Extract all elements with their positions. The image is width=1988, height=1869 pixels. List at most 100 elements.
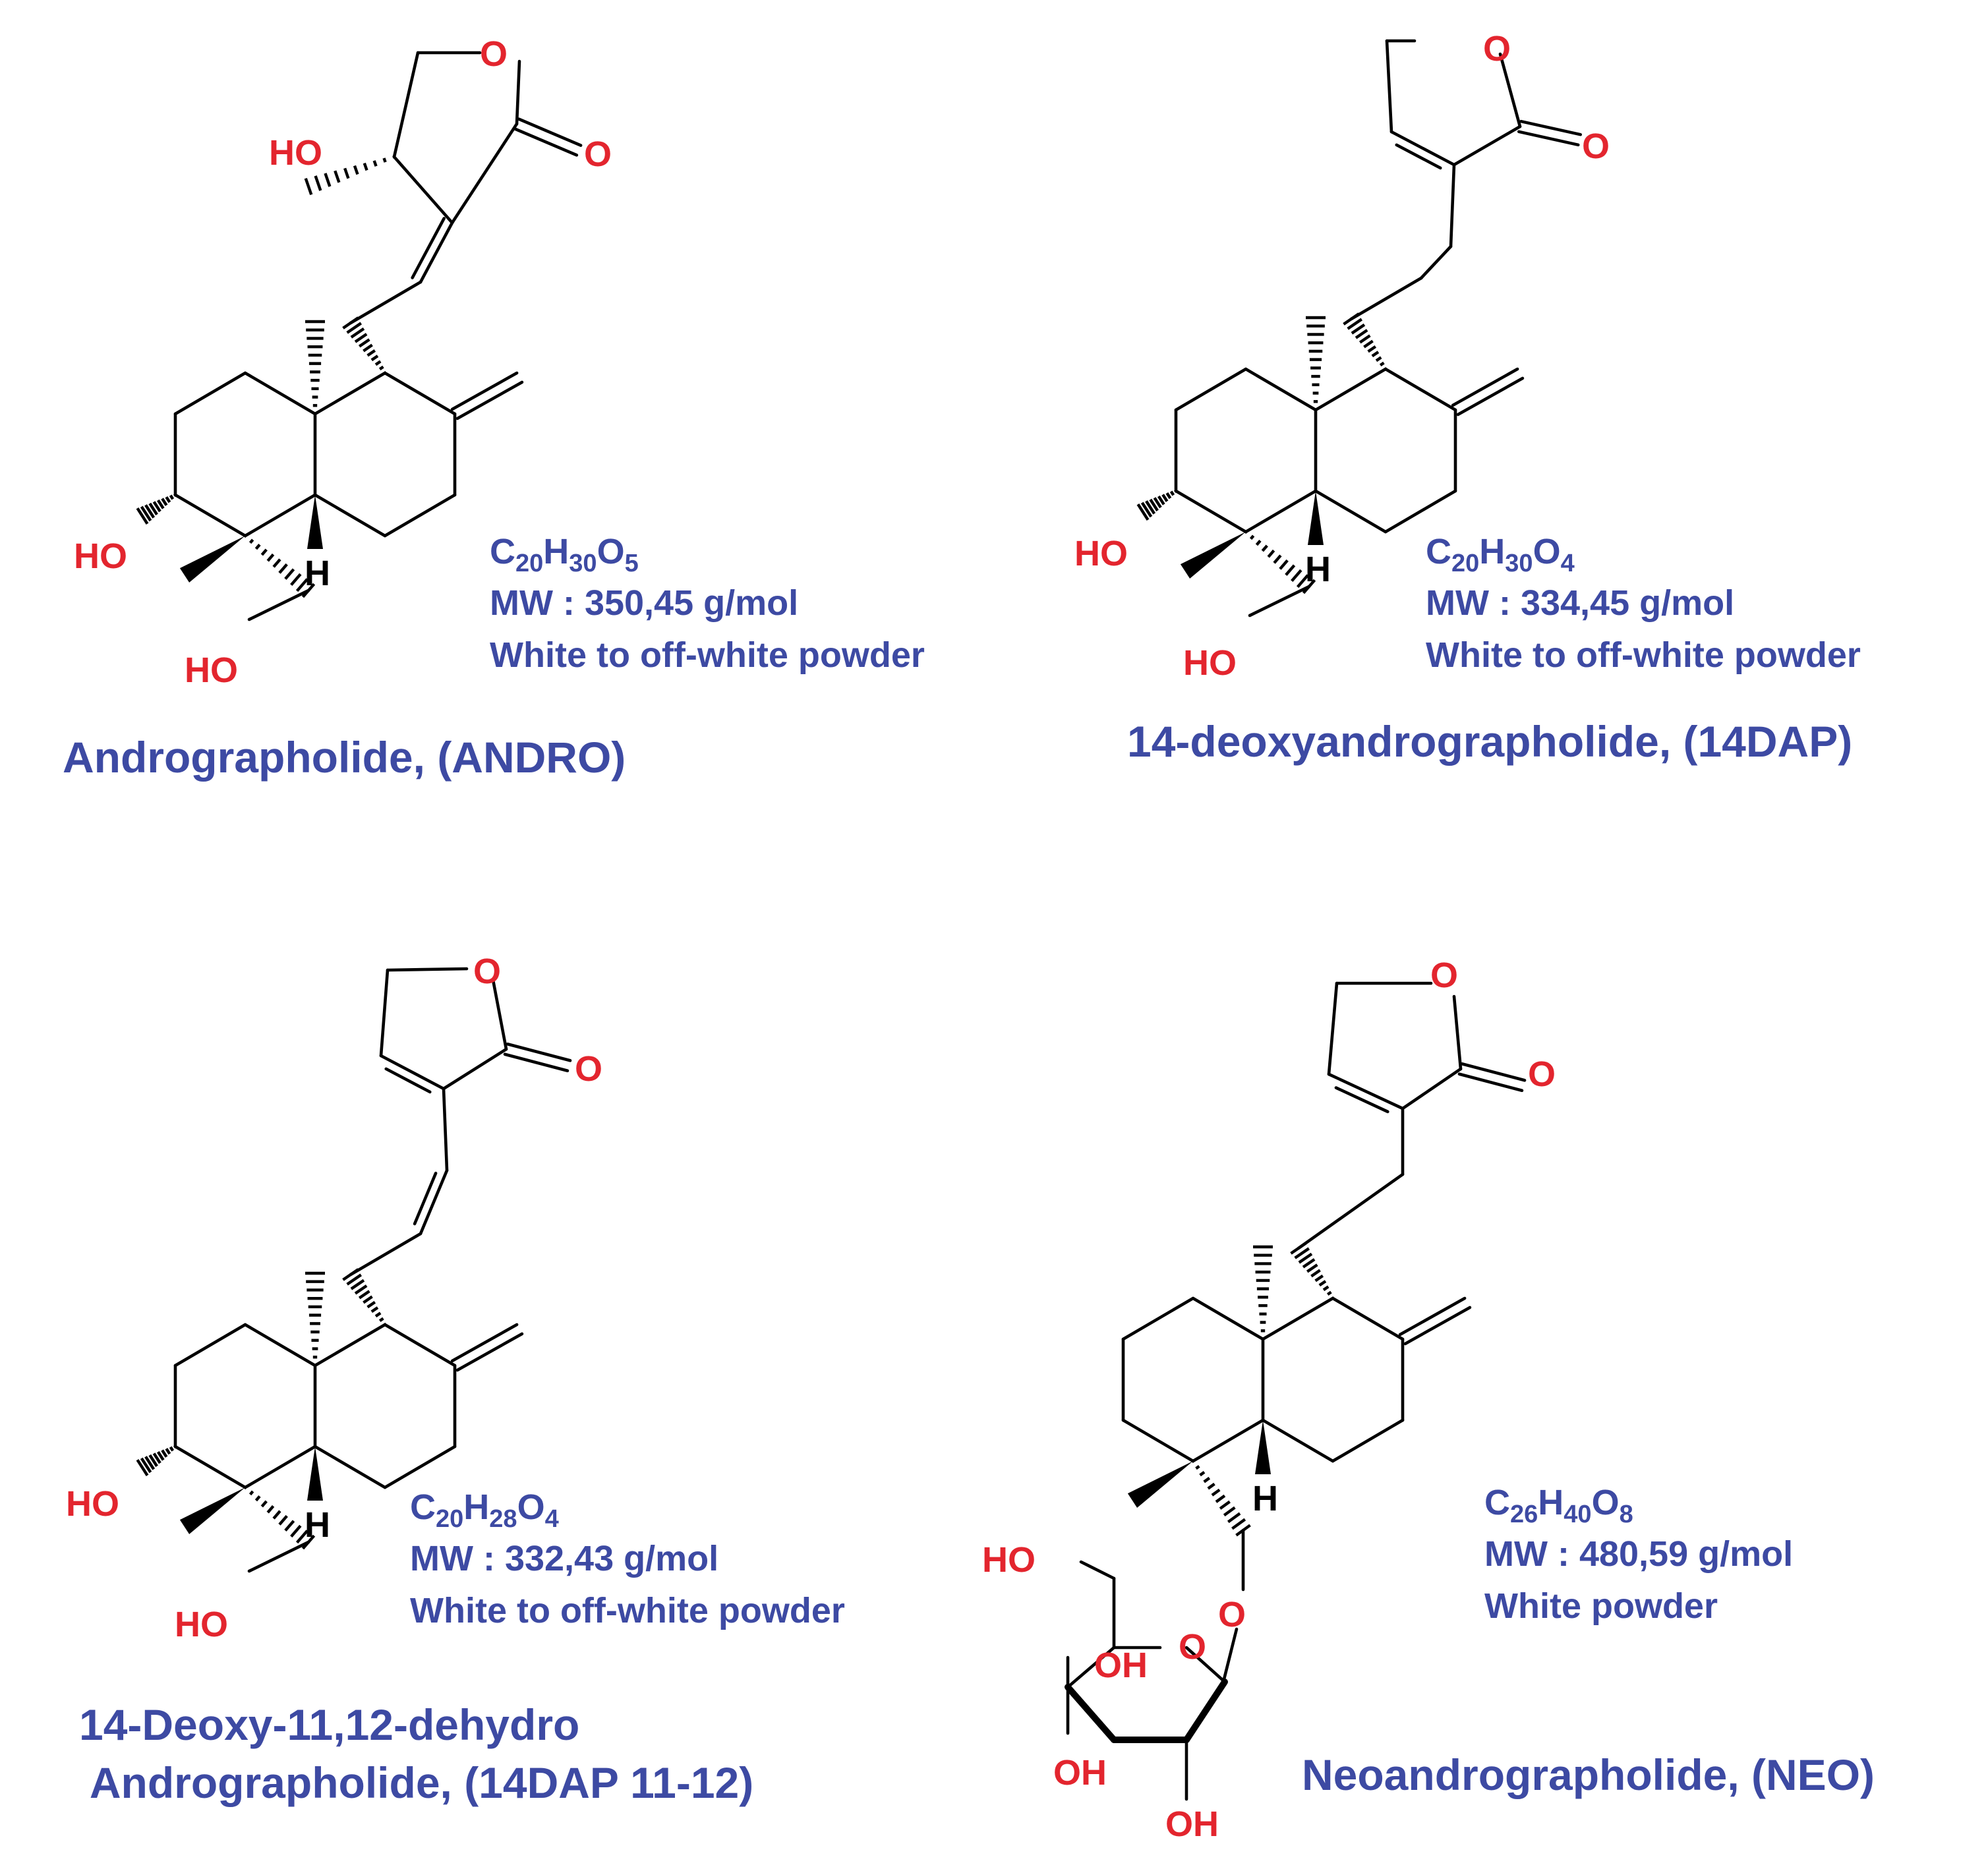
carbonyl-oxygen-label: O — [575, 1049, 602, 1089]
hash-stroke — [372, 160, 378, 167]
hash-stroke — [248, 1490, 254, 1496]
hashed-wedge-bond — [305, 1271, 325, 1367]
hash-stroke — [284, 1520, 295, 1532]
bond — [1297, 1172, 1405, 1250]
bond — [392, 51, 420, 159]
bond — [1401, 1067, 1463, 1110]
double-bond — [455, 380, 524, 420]
hash-stroke — [1215, 1494, 1226, 1503]
hydrogen-label: H — [305, 1505, 330, 1545]
hash-stroke — [156, 1451, 165, 1461]
hash-stroke — [173, 493, 177, 497]
bond — [243, 1323, 317, 1367]
hash-stroke — [1298, 1252, 1313, 1264]
bond — [1244, 489, 1318, 534]
bond — [1349, 276, 1423, 321]
bond — [1079, 1560, 1116, 1580]
bond — [1331, 1296, 1405, 1341]
hash-stroke — [358, 1290, 370, 1300]
molecular-weight: MW : 334,45 g/mol — [1426, 583, 1734, 623]
appearance: White to off-white powder — [1426, 635, 1861, 675]
hash-stroke — [152, 501, 161, 513]
formula-subscript: 30 — [569, 550, 597, 577]
ring-oxygen-label: O — [473, 952, 501, 991]
formula-subscript: 30 — [1505, 550, 1533, 577]
hash-stroke — [1291, 569, 1302, 583]
double-bond-inner — [413, 1171, 438, 1226]
formula-subscript: 40 — [1564, 1501, 1591, 1528]
hashed-wedge-bond — [1343, 312, 1388, 371]
formula-subscript: 4 — [545, 1505, 559, 1533]
formula-element: C — [410, 1487, 436, 1527]
formula-subscript: 8 — [1620, 1501, 1633, 1528]
hydroxyl-label: HO — [185, 650, 238, 690]
hash-stroke — [1195, 1465, 1200, 1470]
hash-stroke — [1326, 1290, 1332, 1296]
hash-stroke — [1273, 554, 1282, 564]
hydroxyl-label: HO — [982, 1540, 1036, 1580]
hydroxyl-label: OH — [1053, 1753, 1107, 1793]
bond — [1261, 1296, 1335, 1341]
bond — [1419, 244, 1453, 280]
hash-stroke — [1199, 1470, 1206, 1477]
hash-stroke — [1359, 334, 1371, 344]
hash-stroke — [156, 499, 165, 509]
appearance: White to off-white powder — [490, 635, 925, 675]
appearance: White powder — [1484, 1586, 1718, 1626]
hash-stroke — [1379, 361, 1385, 367]
hash-stroke — [148, 1454, 158, 1467]
bond — [1452, 125, 1522, 167]
double-bond — [1457, 1072, 1524, 1093]
compound-name-line-2: Andrographolide, (14DAP 11-12) — [79, 1758, 753, 1807]
hydrogen-label: H — [1305, 550, 1331, 589]
formula-subscript: 20 — [515, 550, 543, 577]
bond — [313, 493, 387, 538]
double-bond-inner — [411, 217, 446, 279]
formula-subscript: 20 — [1451, 550, 1479, 577]
hydroxyl-label: HO — [66, 1484, 119, 1524]
hash-stroke — [1207, 1482, 1215, 1490]
double-bond — [455, 1332, 524, 1372]
bond — [491, 978, 508, 1051]
hash-stroke — [161, 498, 168, 506]
bond — [1174, 367, 1248, 412]
hash-stroke — [374, 360, 382, 366]
bond — [1384, 367, 1457, 412]
hash-stroke — [284, 568, 295, 580]
carbonyl-oxygen-label: O — [584, 134, 612, 174]
hash-stroke — [366, 1300, 376, 1309]
hydrogen-label: H — [1252, 1479, 1278, 1518]
bond — [1221, 1627, 1239, 1684]
bond — [1191, 1296, 1265, 1341]
hash-stroke — [1318, 1280, 1327, 1287]
formula-element: O — [1533, 532, 1561, 571]
hash-stroke — [260, 548, 268, 556]
hashed-wedge-bond — [136, 1445, 177, 1476]
hash-stroke — [278, 1514, 288, 1526]
bond — [442, 1047, 508, 1091]
hydrogen-label: H — [305, 554, 330, 593]
bond — [1327, 981, 1339, 1076]
hash-stroke — [1136, 503, 1150, 521]
double-bond — [1456, 376, 1525, 417]
solid-wedge-bond — [1180, 532, 1246, 579]
bond — [173, 1323, 247, 1367]
formula-element: H — [543, 532, 569, 571]
formula-element: H — [463, 1487, 489, 1527]
hash-stroke — [272, 558, 281, 568]
hash-stroke — [1191, 1459, 1195, 1463]
hash-stroke — [1153, 497, 1162, 509]
bond — [1066, 1646, 1116, 1689]
formula-element: C — [490, 532, 515, 571]
bond — [313, 1445, 387, 1489]
bond — [349, 1232, 423, 1277]
hash-stroke — [334, 170, 341, 183]
double-bond — [1403, 1306, 1472, 1346]
hash-stroke — [278, 563, 288, 574]
hashed-wedge-bond — [243, 1485, 316, 1550]
hash-stroke — [1174, 489, 1178, 493]
hash-stroke — [136, 1459, 149, 1476]
hash-stroke — [254, 1495, 261, 1502]
hash-stroke — [1140, 502, 1153, 518]
